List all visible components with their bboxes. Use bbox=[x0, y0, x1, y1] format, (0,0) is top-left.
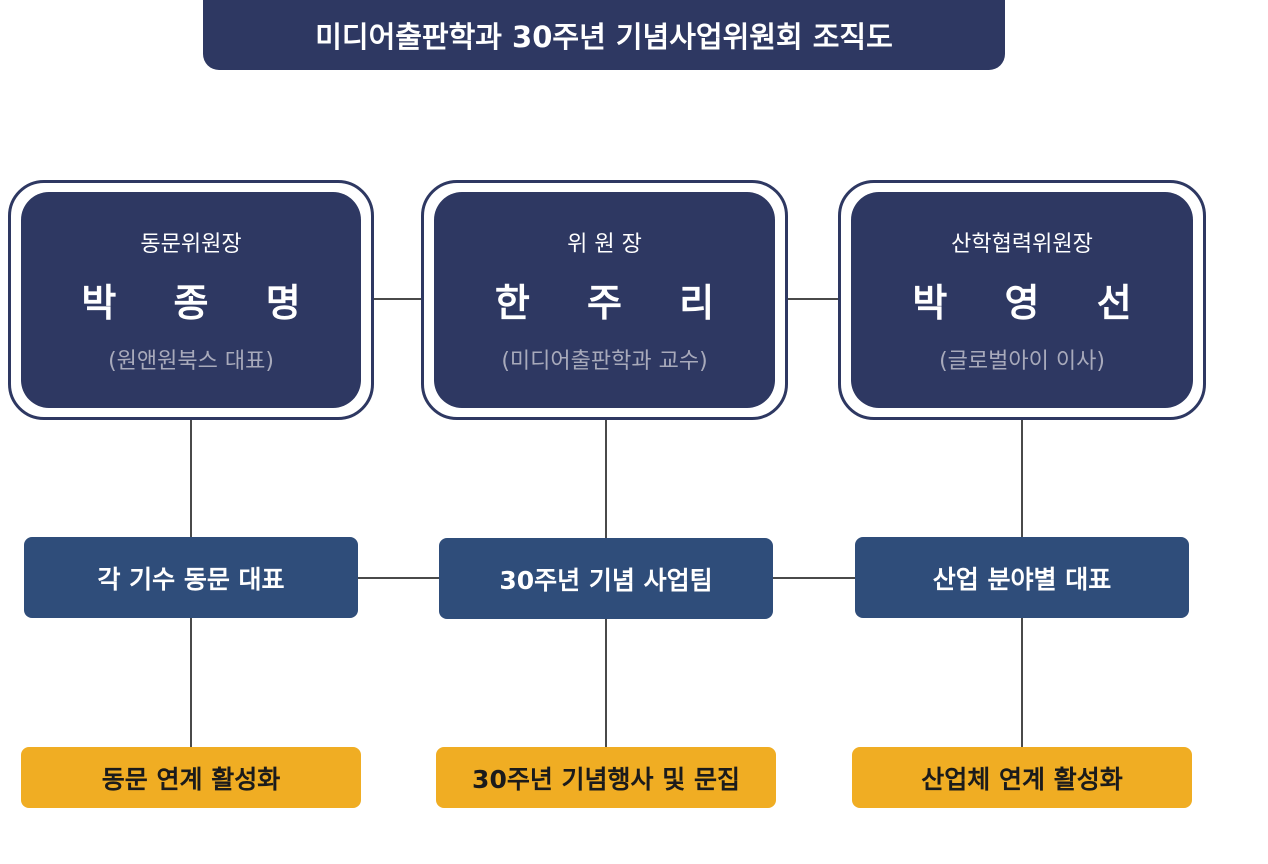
connector-right-vertical-top bbox=[1021, 420, 1023, 537]
connector-left-vertical-bottom bbox=[190, 618, 192, 748]
leader-affiliation: (미디어출판학과 교수) bbox=[501, 348, 708, 374]
leader-box-alumni: 동문위원장 박 종 명 (원앤원북스 대표) bbox=[8, 180, 374, 420]
connector-leader-left-center bbox=[372, 298, 422, 300]
leader-role: 산학협력위원장 bbox=[951, 231, 1093, 257]
leader-name: 한 주 리 bbox=[494, 280, 737, 325]
team-box-alumni-reps: 각 기수 동문 대표 bbox=[24, 537, 358, 618]
connector-team-center-right bbox=[772, 577, 856, 579]
task-box-industry-network: 산업체 연계 활성화 bbox=[852, 747, 1192, 808]
task-box-anniversary-event: 30주년 기념행사 및 문집 bbox=[436, 747, 776, 808]
connector-center-vertical-top bbox=[605, 420, 607, 538]
leader-affiliation: (원앤원북스 대표) bbox=[108, 348, 274, 374]
leader-name: 박 영 선 bbox=[912, 280, 1154, 325]
connector-leader-center-right bbox=[786, 298, 840, 300]
task-box-alumni-network: 동문 연계 활성화 bbox=[21, 747, 361, 808]
connector-center-vertical-bottom bbox=[605, 618, 607, 748]
chart-title: 미디어출판학과 30주년 기념사업위원회 조직도 bbox=[203, 0, 1005, 70]
leader-box-chair-inner: 위 원 장 한 주 리 (미디어출판학과 교수) bbox=[434, 192, 775, 408]
leader-box-alumni-inner: 동문위원장 박 종 명 (원앤원북스 대표) bbox=[21, 192, 361, 408]
connector-right-vertical-bottom bbox=[1021, 618, 1023, 748]
leader-role: 위 원 장 bbox=[567, 231, 642, 257]
connector-left-vertical-top bbox=[190, 420, 192, 537]
leader-role: 동문위원장 bbox=[140, 231, 242, 257]
leader-box-industry: 산학협력위원장 박 영 선 (글로벌아이 이사) bbox=[838, 180, 1206, 420]
connector-team-left-center bbox=[358, 577, 440, 579]
team-box-anniversary-team: 30주년 기념 사업팀 bbox=[439, 538, 773, 619]
leader-box-chair: 위 원 장 한 주 리 (미디어출판학과 교수) bbox=[421, 180, 788, 420]
team-box-industry-reps: 산업 분야별 대표 bbox=[855, 537, 1189, 618]
leader-box-industry-inner: 산학협력위원장 박 영 선 (글로벌아이 이사) bbox=[851, 192, 1193, 408]
leader-name: 박 종 명 bbox=[81, 280, 323, 325]
leader-affiliation: (글로벌아이 이사) bbox=[939, 348, 1105, 374]
